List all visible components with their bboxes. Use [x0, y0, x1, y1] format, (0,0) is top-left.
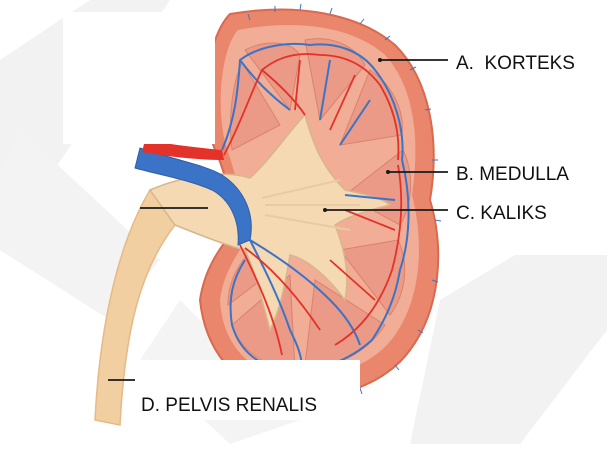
- dot-medulla: [386, 170, 390, 174]
- dot-kaliks: [323, 208, 327, 212]
- label-pelvis-renalis: D. PELVIS RENALIS: [141, 395, 317, 416]
- label-kaliks: C. KALIKS: [456, 203, 547, 224]
- dot-korteks: [378, 58, 382, 62]
- label-korteks: A. KORTEKS: [456, 53, 575, 74]
- label-medulla: B. MEDULLA: [456, 164, 569, 185]
